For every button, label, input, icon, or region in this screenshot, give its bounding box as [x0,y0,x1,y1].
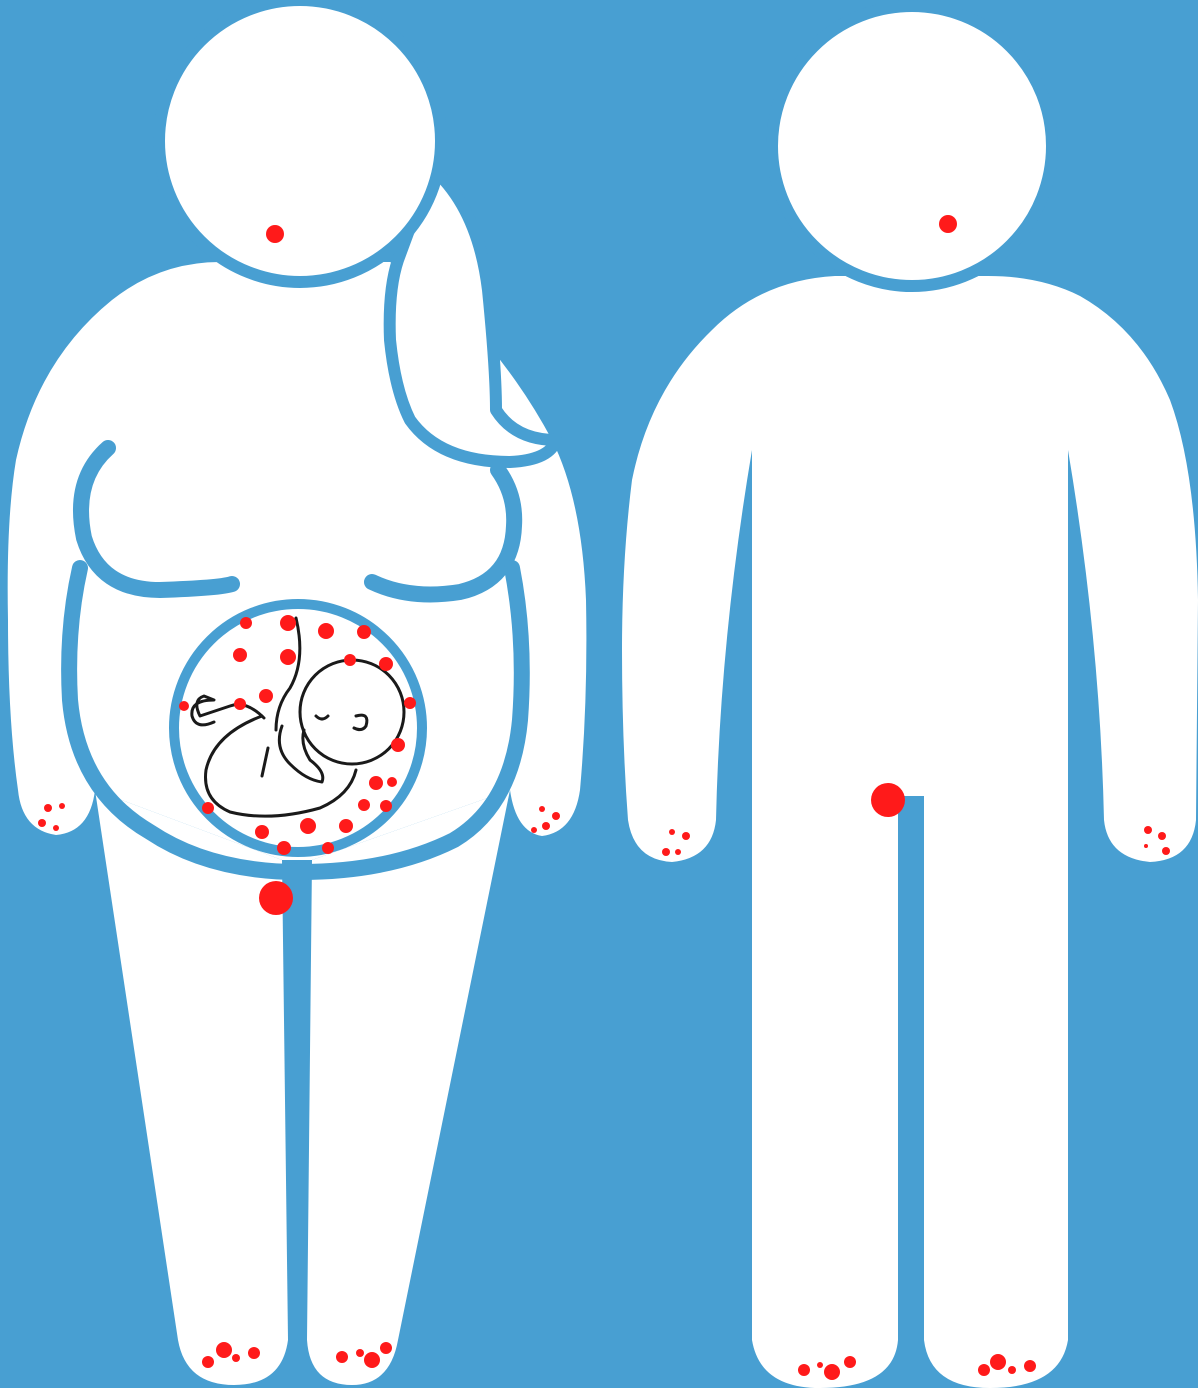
mouth-spot [939,215,957,233]
genital-spot [871,783,905,817]
genital-spot [259,881,293,915]
mouth-spot [266,225,284,243]
